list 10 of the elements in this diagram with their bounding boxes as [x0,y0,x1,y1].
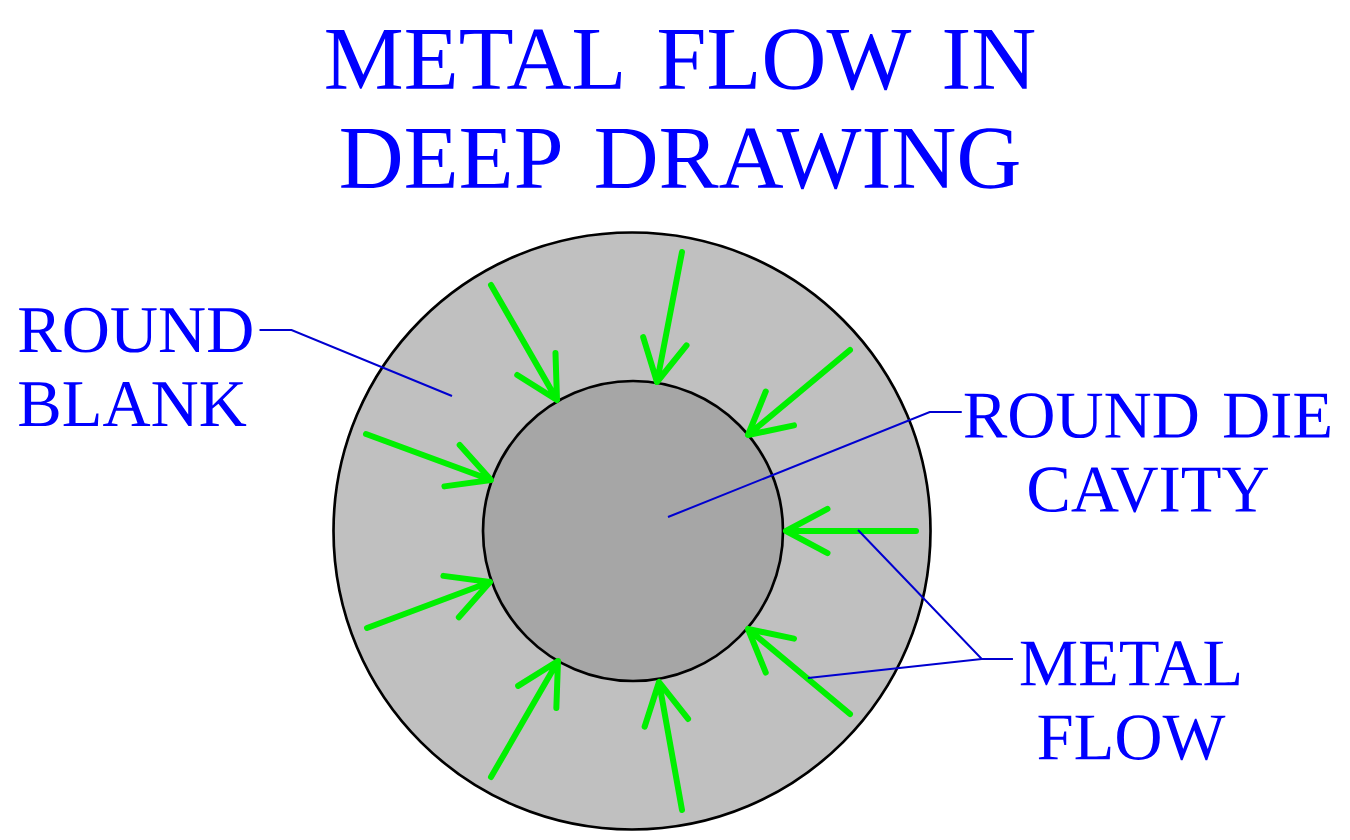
leader-line [807,658,1014,679]
die-cavity-disc [481,379,785,683]
direction-arrow [745,626,853,717]
leader-line [258,329,453,397]
title: METAL FLOW IN DEEP DRAWING [326,29,1035,190]
leader-line [667,411,963,518]
callout-label: METAL FLOW [1020,641,1240,761]
callout-label: ROUND BLANK [19,307,252,427]
direction-arrow [783,505,919,557]
callout-label: ROUND DIE CAVITY [964,393,1330,513]
